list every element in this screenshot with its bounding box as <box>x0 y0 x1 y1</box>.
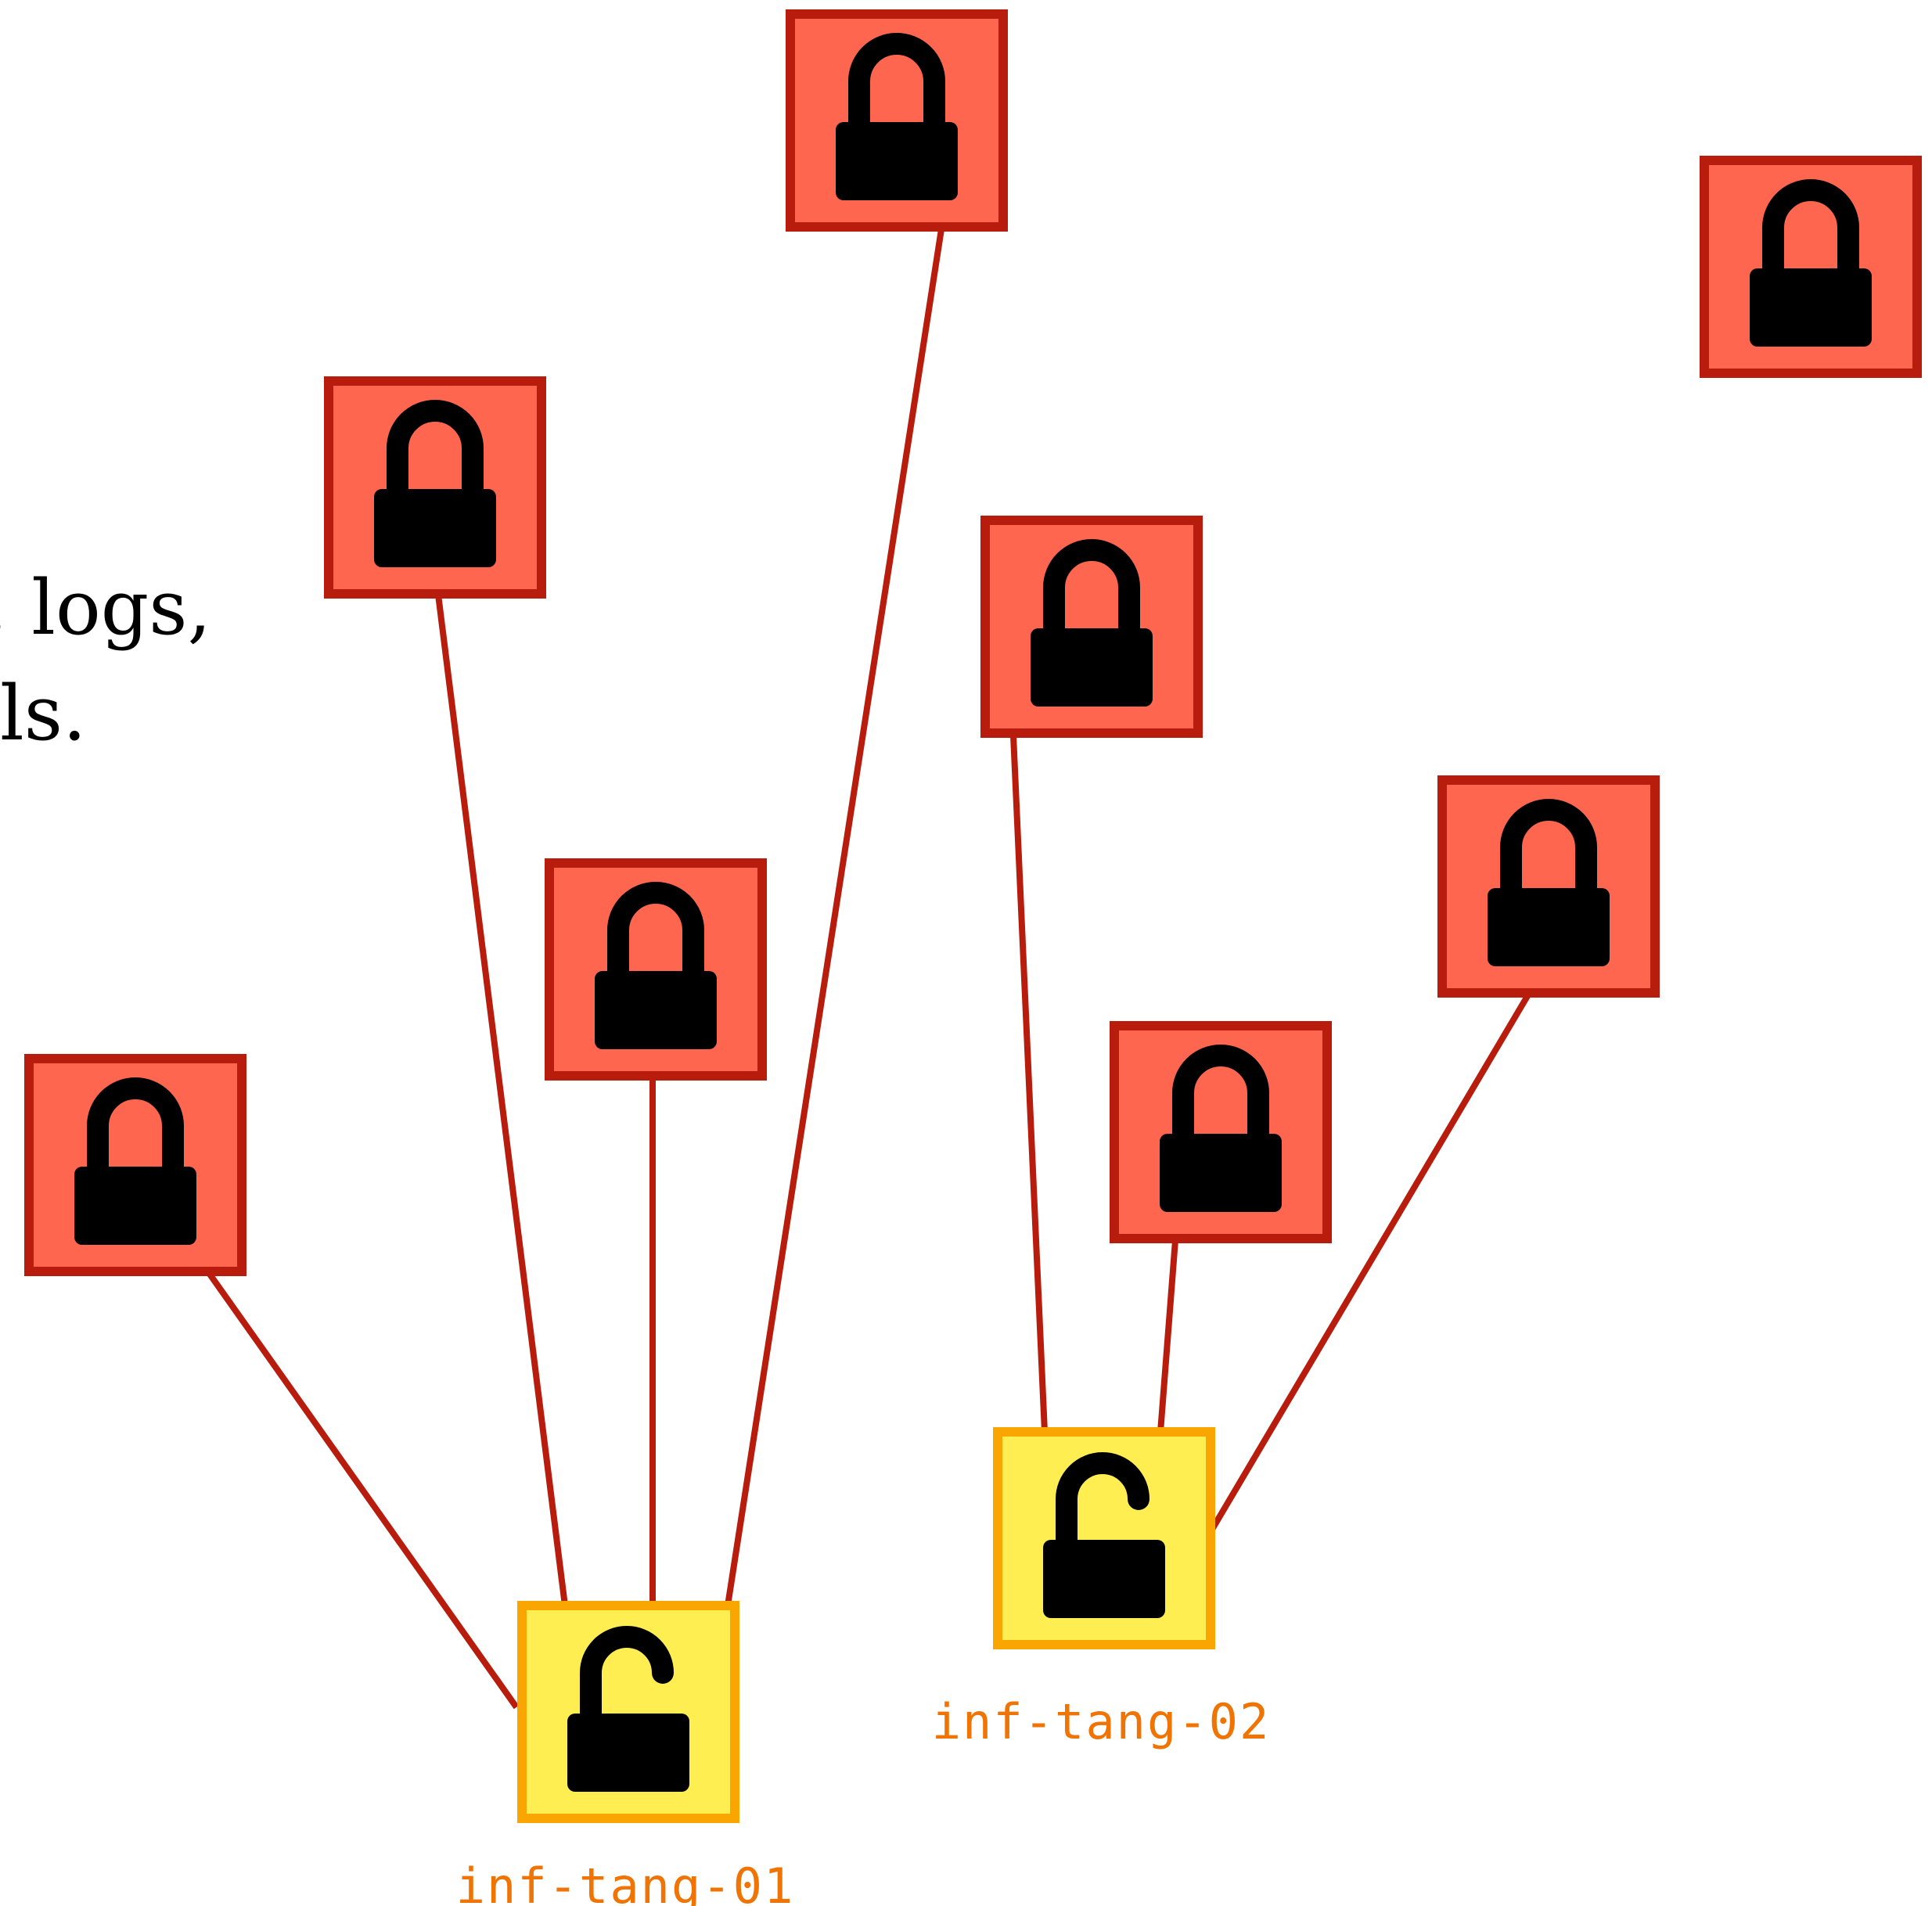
edge-locked-top-to-unlocked-1 <box>725 228 944 1606</box>
lock-icon <box>374 400 496 567</box>
lock-icon <box>1750 179 1872 347</box>
lock-icon <box>1031 539 1153 707</box>
node-locked-top-right[interactable] <box>1700 156 1922 378</box>
text-layer: , logs, ls. <box>0 564 211 757</box>
node-locked-top[interactable] <box>786 9 1008 232</box>
node-locked-middle[interactable] <box>545 858 767 1081</box>
nodes-layer: inf-tang-01 inf-tang-02 <box>24 9 1922 1906</box>
node-label: inf-tang-02 <box>932 1693 1271 1750</box>
edge-locked-right-to-unlocked-2 <box>1207 990 1533 1534</box>
lock-icon <box>74 1077 196 1245</box>
edge-locked-lower-right-to-unlocked-2 <box>1157 1239 1178 1433</box>
lock-open-icon <box>567 1626 689 1792</box>
node-unlocked-1[interactable]: inf-tang-01 <box>456 1601 795 1906</box>
node-locked-lower-right[interactable] <box>1110 1021 1332 1243</box>
lock-icon <box>1488 799 1610 966</box>
lock-icon <box>595 882 717 1049</box>
edge-locked-left-to-unlocked-1 <box>202 1265 520 1710</box>
lock-open-icon <box>1043 1452 1165 1618</box>
body-text-line-2: ls. <box>0 670 86 757</box>
edges-layer <box>202 228 1533 1710</box>
lock-icon <box>836 33 958 200</box>
node-unlocked-2[interactable]: inf-tang-02 <box>932 1427 1271 1750</box>
lock-icon <box>1160 1045 1282 1212</box>
node-locked-upper-left[interactable] <box>324 376 546 599</box>
edge-locked-upper-left-to-unlocked-1 <box>435 594 568 1606</box>
node-locked-left[interactable] <box>24 1054 246 1276</box>
node-locked-center-right[interactable] <box>980 516 1203 738</box>
body-text-line-1: , logs, <box>0 564 211 652</box>
node-locked-right[interactable] <box>1437 775 1660 998</box>
node-label: inf-tang-01 <box>456 1857 795 1906</box>
edge-locked-center-right-to-unlocked-2 <box>1010 735 1048 1433</box>
